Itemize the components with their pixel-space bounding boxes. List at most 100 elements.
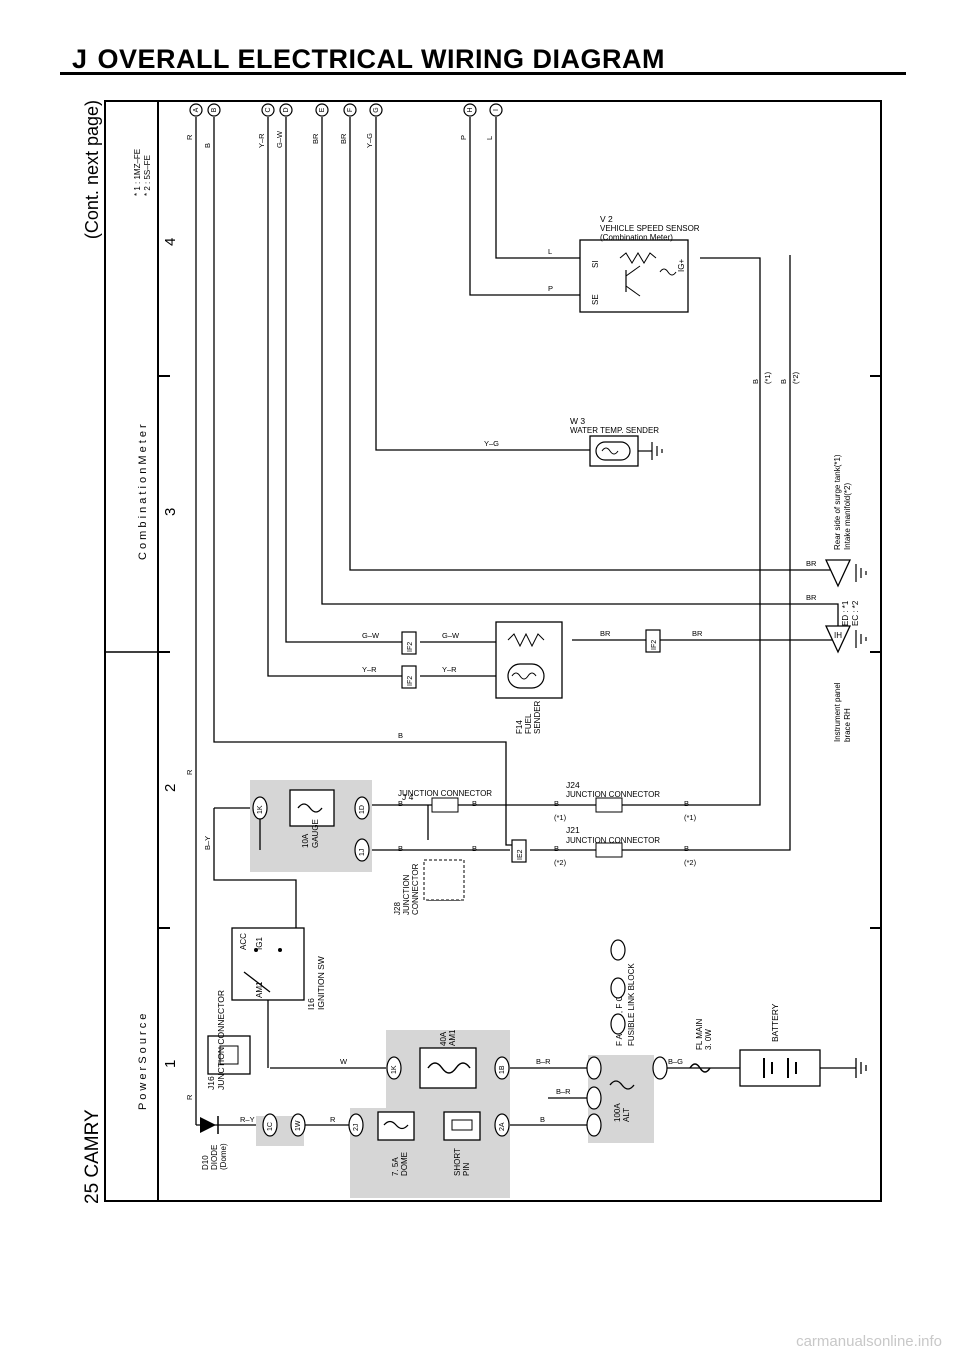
i16-name: IGNITION SW [316, 956, 326, 1010]
wire-a: R [185, 134, 194, 140]
terminal-if2-br: IF2 [651, 640, 658, 650]
water-temp-resistor [601, 447, 619, 455]
wire-by: B–Y [203, 836, 212, 850]
ignition-switch-box [231, 927, 305, 1001]
section-letter: J [72, 44, 88, 74]
speed-sensor-box [579, 239, 689, 313]
wire-gw-2: G–W [442, 631, 460, 640]
wire-i: L [485, 136, 494, 140]
am1-fuse-element [427, 1062, 471, 1074]
section-combination-meter: C o m b i n a t i o n M e t e r [137, 424, 149, 560]
engine-note-2: * 2 : 5S–FE [143, 155, 152, 196]
wire-rl-v2-note: (*2) [791, 371, 800, 384]
terminal-1d: 1D [359, 805, 366, 814]
wire-w: W [340, 1057, 348, 1066]
fl-main-name: FL MAIN [695, 1019, 704, 1050]
terminal-1j: 1J [359, 849, 366, 856]
ground-ed-loc-2: Intake manifold(*2) [843, 483, 852, 550]
terminal-ie2: IE2 [517, 849, 524, 860]
connector-c: C [265, 107, 272, 112]
grid-ticks [158, 375, 882, 929]
wire-r-main: R [185, 769, 194, 775]
j16-contact [219, 1045, 239, 1065]
connector-b: B [211, 107, 218, 112]
continued-note: (Cont. next page) [82, 100, 102, 239]
wire-br-ed: BR [806, 559, 817, 568]
j24-id: J24 [566, 780, 580, 790]
wire-rl-j28b: B [472, 844, 477, 853]
alt-fuse-rating: 100A [613, 1103, 622, 1122]
wire-rl-1-a: (*1) [554, 813, 567, 822]
v2-id: V 2 [600, 214, 613, 224]
wire-rl-v2: B [779, 379, 788, 384]
wire-rl-2-a: (*2) [554, 858, 567, 867]
i16-id: I16 [306, 998, 316, 1010]
am1-fuse-rating: 40A [439, 1031, 448, 1046]
j21-id: J21 [566, 825, 580, 835]
connector-e: E [319, 107, 326, 112]
wire-rl-2-b: (*2) [684, 858, 697, 867]
wire-gw-1: G–W [362, 631, 380, 640]
v2-sub: (Combination Meter) [600, 233, 673, 242]
wire-br-1: B–R [536, 1057, 551, 1066]
v2-pin-si: SI [591, 260, 600, 268]
page-code: 25 CAMRY [82, 1109, 103, 1204]
f14-id: F14 [515, 720, 524, 734]
fuel-sender-element [507, 663, 545, 689]
terminal-connectors [252, 629, 668, 1137]
short-pin [443, 1111, 481, 1141]
wire-yg: Y–G [484, 439, 499, 448]
wire-rl-1-b: (*1) [684, 813, 697, 822]
j4-box [431, 797, 459, 813]
wire-rl-j21a: B [554, 844, 559, 853]
fuel-sender-box [495, 621, 563, 699]
am1-fuse-name: AM1 [448, 1029, 457, 1046]
ground-ed-triangle [824, 559, 852, 588]
ground-ih-triangle [824, 625, 852, 654]
wire-p: P [548, 284, 553, 293]
j16-connector [207, 1035, 251, 1075]
wires [195, 117, 856, 1126]
wire-br-fuel-2: BR [692, 629, 703, 638]
ground-ih-loc: Instrument panel [833, 682, 842, 742]
d10-id: D10 [201, 1155, 210, 1170]
ground-ed-loc: Rear side of surge tank(*1) [833, 454, 842, 550]
off-page-connectors [189, 103, 503, 117]
wire-d: G–W [275, 130, 284, 148]
terminal-1c: 1C [267, 1122, 274, 1131]
j21-box [595, 842, 623, 858]
water-temp-element [595, 441, 631, 461]
water-temp-sender-box [589, 435, 639, 467]
connector-a: A [193, 107, 200, 112]
wire-rl-j4b: B [472, 799, 477, 808]
wire-r-dome: R [330, 1115, 336, 1124]
speed-sensor-coil [659, 268, 677, 276]
wire-br-ih: BR [806, 593, 817, 602]
ground-ih-loc-2: brace RH [843, 708, 852, 742]
engine-note-1: * 1 : 1MZ–FE [133, 149, 142, 196]
terminal-1b: 1B [499, 1065, 506, 1074]
section-power-source: P o w e r S o u r c e [137, 1014, 149, 1110]
w3-id: W 3 [570, 416, 585, 426]
grid-4: 4 [162, 238, 179, 246]
grid-1: 1 [162, 1060, 179, 1068]
wire-rl-j24b: B [684, 799, 689, 808]
i16-acc: ACC [239, 933, 248, 950]
j28-box [423, 859, 465, 901]
ground-ih-id: IH [834, 631, 842, 640]
junction-block-dome [350, 1108, 510, 1198]
fuel-sender-variable [507, 632, 545, 648]
short-pin-bar [451, 1119, 473, 1131]
i16-ig1: IG1 [255, 937, 264, 950]
dome-fuse-element [383, 1120, 409, 1130]
short-pin-label-2: PIN [462, 1162, 471, 1176]
battery-ground [855, 1058, 867, 1078]
dome-fuse-name: DOME [400, 1152, 409, 1176]
wire-rl-j24a: B [554, 799, 559, 808]
wire-g: Y–G [365, 133, 374, 148]
wire-l: L [548, 247, 552, 256]
wire-e: BR [311, 133, 320, 144]
wire-h: P [459, 135, 468, 140]
grid-2: 2 [162, 784, 179, 792]
wire-br-fuel-1: BR [600, 629, 611, 638]
